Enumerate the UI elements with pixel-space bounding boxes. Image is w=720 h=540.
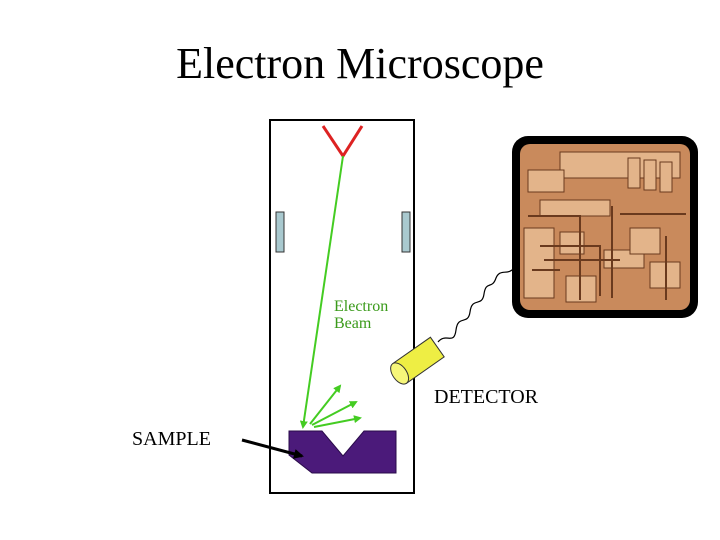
electron-beam-line xyxy=(299,155,344,429)
electron-gun-icon xyxy=(321,125,364,159)
sample-block xyxy=(288,430,397,474)
sample-pointer-arrow xyxy=(241,438,304,459)
detector-cylinder-icon xyxy=(390,336,445,385)
sample-label: SAMPLE xyxy=(132,428,211,450)
detector-label: DETECTOR xyxy=(434,386,539,408)
slide-title: Electron Microscope xyxy=(176,39,544,88)
left-lens xyxy=(275,211,285,253)
microscope-column xyxy=(269,119,415,494)
detector-cable xyxy=(437,267,515,343)
electron-beam-label: Electron Beam xyxy=(334,298,388,332)
electron-beam-label-line2: Beam xyxy=(334,315,372,332)
micrograph-image xyxy=(512,136,698,318)
scattered-electrons xyxy=(309,384,362,428)
right-lens xyxy=(401,211,411,253)
electron-beam-label-line1: Electron xyxy=(334,298,389,315)
